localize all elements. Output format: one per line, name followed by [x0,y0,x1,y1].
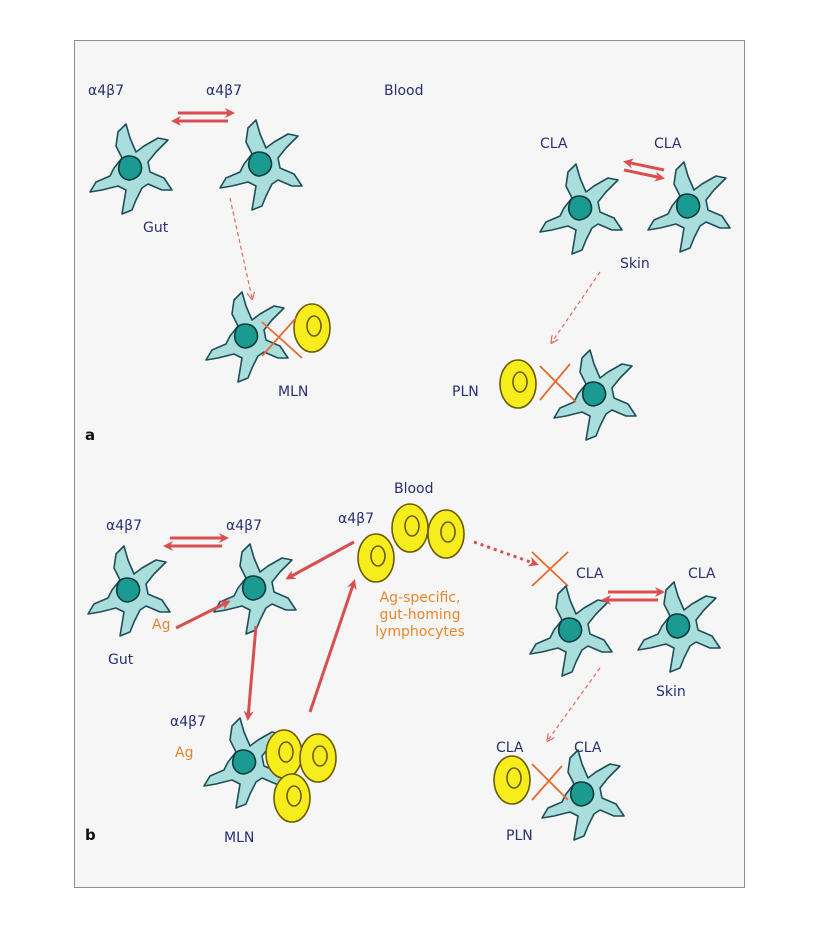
lymphocyte-icon [299,733,337,783]
label-a-cla-right: CLA [654,136,682,152]
label-b-cla-pln-right: CLA [574,740,602,756]
label-b-alpha4beta7-mln: α4β7 [170,714,206,730]
label-b-gut: Gut [108,652,134,668]
migration-arrow-icon [243,625,258,721]
dendritic-cell-icon [539,163,623,255]
label-a-gut: Gut [143,220,169,236]
label-b-skin: Skin [656,684,686,700]
cross-icon [539,363,577,403]
label-a-pln: PLN [452,384,479,400]
label-b-alpha4beta7-lymph: α4β7 [338,511,374,527]
figure-frame [74,40,745,888]
label-b-ag-mln: Ag [175,745,193,761]
migration-arrow-icon [548,667,601,740]
dendritic-cell-icon [205,291,289,383]
dendritic-cell-icon [219,119,303,211]
dendritic-cell-icon [647,161,731,253]
cross-icon [261,317,303,359]
dendritic-cell-icon [541,749,625,841]
double-arrow-icon [623,158,665,182]
label-b-ag-gut: Ag [152,617,170,633]
lymphocyte-icon [265,729,303,779]
migration-arrow-icon [308,579,357,713]
label-a-skin: Skin [620,256,650,272]
label-b-lymph-line1: Ag-specific, [380,590,461,606]
label-a-alpha4beta7-right: α4β7 [206,83,242,99]
label-b-mln: MLN [224,830,254,846]
lymphocyte-icon [357,533,395,583]
cross-icon [531,763,569,801]
cross-icon [531,551,569,587]
label-b-cla-right: CLA [688,566,716,582]
label-a-cla-left: CLA [540,136,568,152]
double-arrow-icon [163,533,229,551]
migration-arrow-icon [229,197,252,298]
dendritic-cell-icon [213,543,297,635]
migration-arrow-icon [552,271,601,342]
label-b-cla-pln-left: CLA [496,740,524,756]
antigen-arrow-icon [175,600,231,630]
lymphocyte-icon [499,359,537,409]
homing-arrow-icon [285,540,355,580]
panel-label-a: a [85,426,95,444]
lymphocyte-icon [391,503,429,553]
label-b-cla-top: CLA [576,566,604,582]
dendritic-cell-icon [529,585,613,677]
dendritic-cell-icon [553,349,637,441]
double-arrow-icon [171,108,235,126]
lymphocyte-icon [427,509,465,559]
dendritic-cell-icon [89,123,173,215]
lymphocyte-icon [293,303,331,353]
lymphocyte-icon [273,773,311,823]
label-a-alpha4beta7-left: α4β7 [88,83,124,99]
panel-label-b: b [85,826,96,844]
label-a-mln: MLN [278,384,308,400]
lymphocyte-icon [493,755,531,805]
double-arrow-icon [601,587,665,605]
label-b-blood: Blood [394,481,434,497]
label-b-pln: PLN [506,828,533,844]
blocked-arrow-icon [473,540,539,567]
label-a-blood: Blood [384,83,424,99]
dendritic-cell-icon [637,581,721,673]
label-b-alpha4beta7-right: α4β7 [226,518,262,534]
panel-b: Blood α4β7 α4β7 α4β7 Ag Gut α4β7 Ag MLN [85,481,721,846]
label-b-alpha4beta7-left: α4β7 [106,518,142,534]
label-b-lymph-line2: gut-homing [379,607,460,623]
panel-a: α4β7 α4β7 Blood Gut MLN CLA CLA Skin [85,83,731,444]
label-b-lymph-line3: lymphocytes [375,624,465,640]
